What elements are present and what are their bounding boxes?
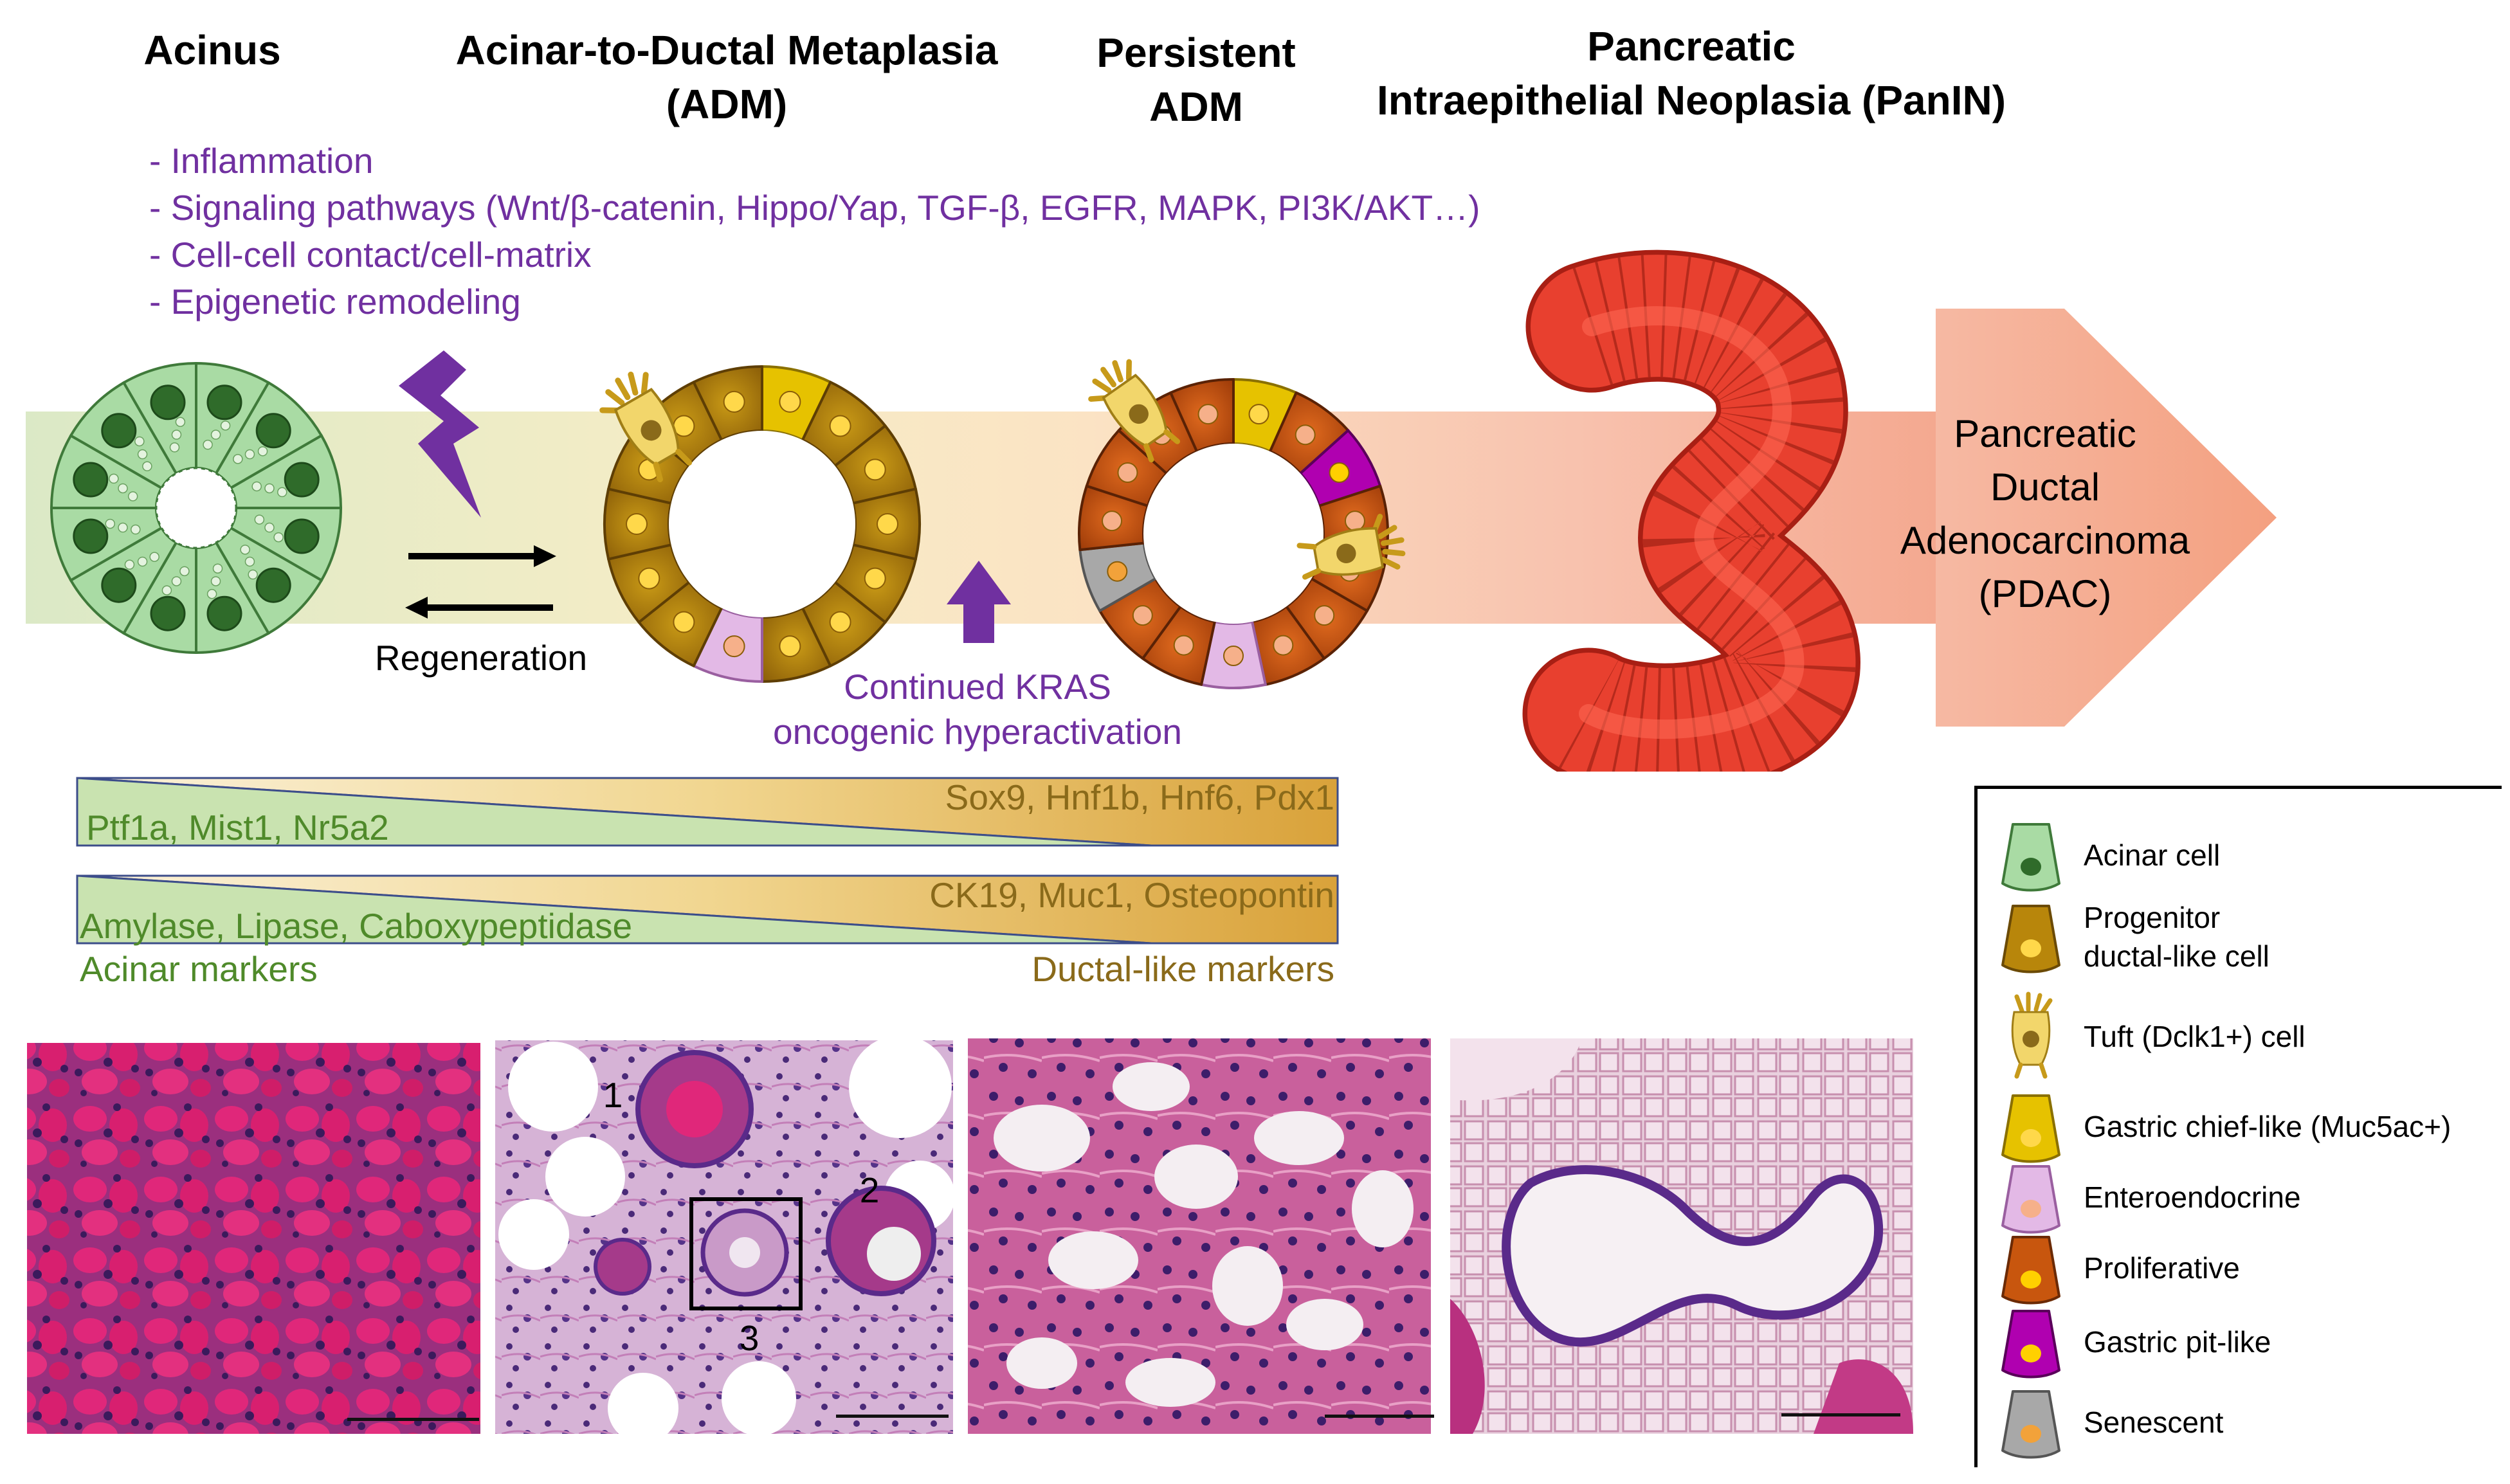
stage-title-adm: Acinar-to-Ductal Metaplasia (ADM) <box>455 27 998 127</box>
progression-diagram: Regeneration Continued KRAS oncogenic hy… <box>26 249 2277 772</box>
micrograph-label-3: 3 <box>740 1318 759 1358</box>
kras-label-line2: oncogenic hyperactivation <box>773 712 1182 752</box>
region-highlight-box <box>689 1197 803 1310</box>
factors-list: - Inflammation - Signaling pathways (Wnt… <box>149 138 1480 325</box>
panin-illustration <box>1522 249 1860 772</box>
adm-duct-illustration <box>599 365 921 683</box>
pdac-label-line4: (PDAC) <box>1979 572 2112 615</box>
acinar-markers-label: Acinar markers <box>80 949 318 989</box>
persistent-adm-illustration <box>1078 359 1406 689</box>
micrograph-label-2: 2 <box>860 1170 880 1210</box>
enteroendocrine-cell-icon <box>2001 1165 2060 1234</box>
proliferative-cell-icon <box>2001 1236 2060 1305</box>
marker-bar-row-1 <box>76 777 1339 847</box>
pdac-label-line3: Adenocarcinoma <box>1900 519 2190 562</box>
marker-gradient-bars <box>76 777 1339 945</box>
kras-label-line1: Continued KRAS <box>844 667 1111 707</box>
pdac-label-line1: Pancreatic <box>1954 412 2136 455</box>
histology-panels: 1 2 3 <box>27 1035 1913 1443</box>
gastric-pit-cell-icon <box>2001 1310 2060 1379</box>
histology-panel-persistent-adm <box>968 1038 1434 1434</box>
lightning-bolt-icon <box>399 350 481 518</box>
acinar-markers-row-1: Ptf1a, Mist1, Nr5a2 <box>86 808 389 847</box>
legend-label: Acinar cell <box>2084 838 2221 872</box>
legend-label: Proliferative <box>2084 1251 2240 1285</box>
histology-panel-panin <box>1450 1038 1913 1434</box>
micrograph-label-1: 1 <box>603 1075 623 1115</box>
legend-label: Enteroendocrine <box>2084 1181 2301 1214</box>
pdac-label-line2: Ductal <box>1990 466 2100 509</box>
marker-bar-row-2 <box>76 874 1339 945</box>
stage-title-persistent-adm: Persistent ADM <box>1096 30 1296 130</box>
factor-item: - Epigenetic remodeling <box>149 282 521 321</box>
legend-label: Gastric pit-like <box>2084 1325 2271 1359</box>
tuft-cell <box>599 372 693 483</box>
ductal-markers-row-2: CK19, Muc1, Osteopontin <box>929 875 1334 915</box>
acinar-markers-row-2: Amylase, Lipase, Caboxypeptidase <box>80 906 633 946</box>
legend-label: Senescent <box>2084 1406 2224 1439</box>
tuft-cell-icon <box>2011 991 2053 1079</box>
stage-title-panin: Pancreatic Intraepithelial Neoplasia (Pa… <box>1377 23 2006 123</box>
legend-label: Progenitor ductal-like cell <box>2084 901 2269 973</box>
factor-item: - Cell-cell contact/cell-matrix <box>149 235 592 275</box>
ductal-markers-row-1: Sox9, Hnf1b, Hnf6, Pdx1 <box>945 777 1334 817</box>
ductal-markers-label: Ductal-like markers <box>1032 949 1334 989</box>
gastric-chief-cell-icon <box>2001 1094 2060 1163</box>
legend-border-left <box>1974 786 1978 1467</box>
stage-title-acinus: Acinus <box>143 27 281 73</box>
factor-item: - Signaling pathways (Wnt/β-catenin, Hip… <box>149 188 1480 228</box>
legend-border-top <box>1974 786 2502 789</box>
histology-panel-acinus <box>27 1043 480 1434</box>
acinar-cell-icon <box>2001 823 2060 892</box>
tuft-cell <box>1088 359 1181 463</box>
histology-panel-adm: 1 2 3 <box>495 1035 955 1443</box>
tuft-cell <box>1296 514 1406 580</box>
legend-icons <box>2001 823 2060 1459</box>
progenitor-cell-icon <box>2001 905 2060 973</box>
legend-label: Gastric chief-like (Muc5ac+) <box>2084 1110 2451 1143</box>
reversible-arrows-icon <box>405 545 556 619</box>
progression-arrow-head <box>1936 309 2277 727</box>
regeneration-label: Regeneration <box>375 638 587 678</box>
acinus-illustration <box>50 361 343 655</box>
senescent-cell-icon <box>2001 1390 2060 1459</box>
kras-arrow <box>947 561 1011 643</box>
factor-item: - Inflammation <box>149 141 374 181</box>
legend-label: Tuft (Dclk1+) cell <box>2084 1020 2305 1053</box>
